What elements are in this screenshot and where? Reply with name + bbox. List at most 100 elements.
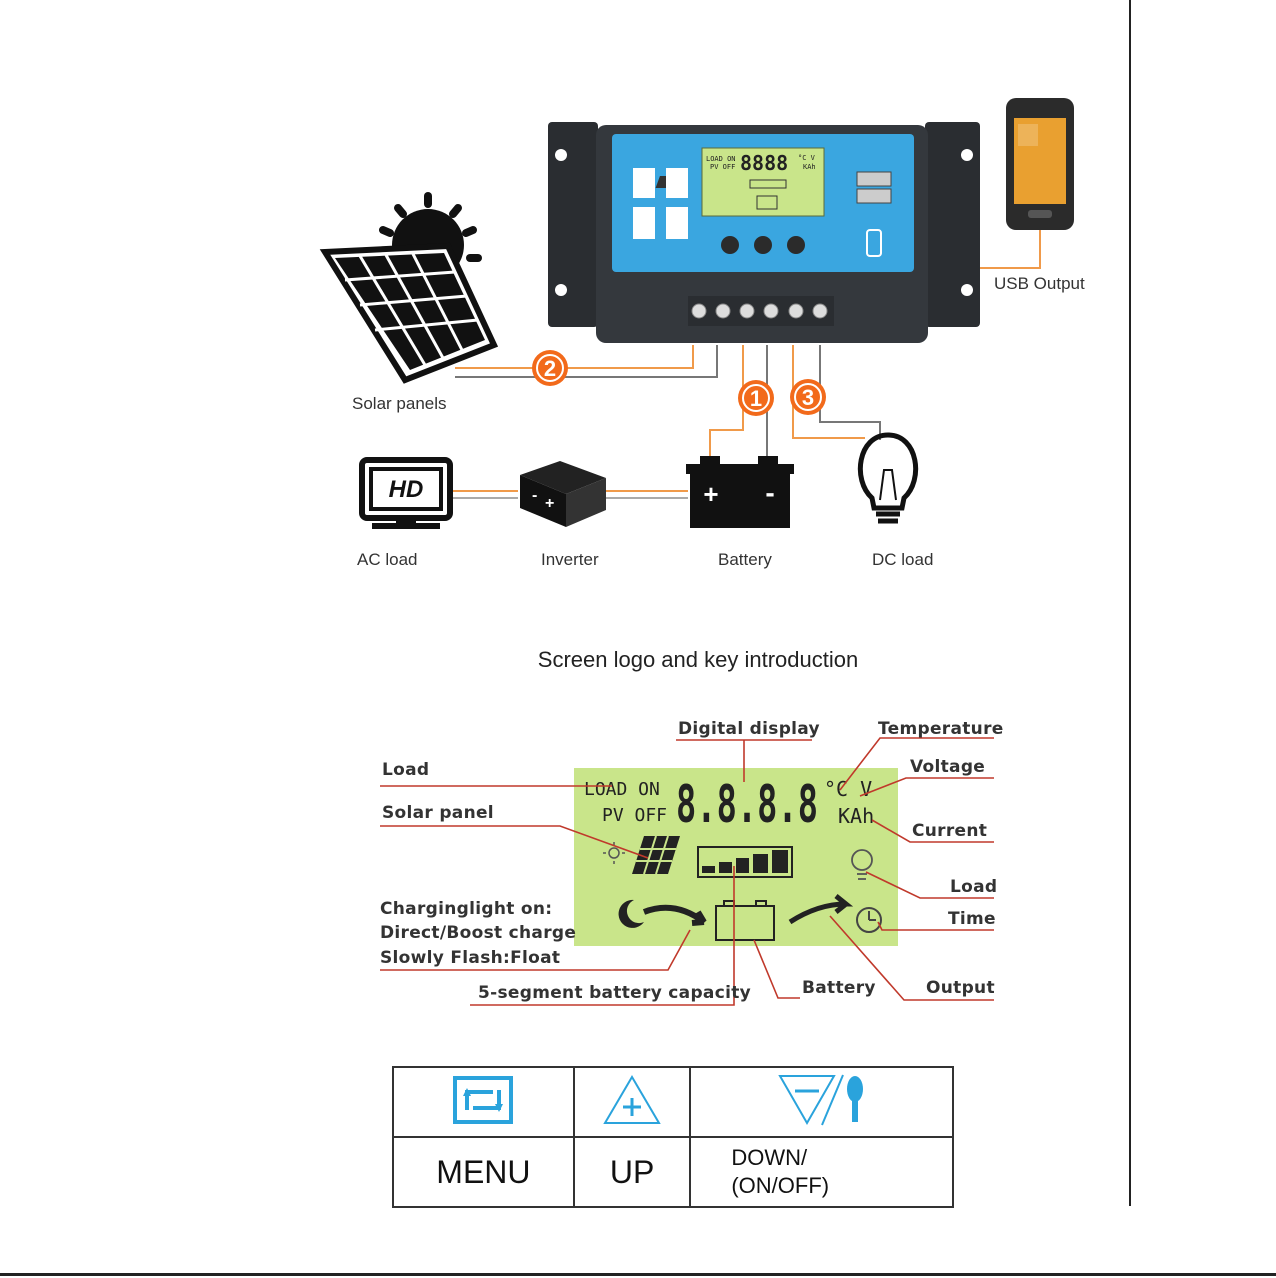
key-down-icon-cell [689,1066,954,1138]
controller-lcd [701,147,825,217]
callout-battery: Battery [802,978,876,998]
callout-output: Output [926,978,995,998]
charge-controller: LOAD ON PV OFF 8888 °C V KAh [548,122,980,343]
menu-icon [453,1075,514,1124]
key-up-label: UP [572,1136,692,1208]
solar-panels-label: Solar panels [352,394,447,413]
controller-up-button [754,236,772,254]
phone-small-icon [866,229,882,257]
lcd-charge-arrow [642,904,707,926]
mount-hole-tr [961,149,973,161]
key-table: MENU UP DOWN/ (ON/OFF) [392,1066,954,1208]
lcd-kah: KAh [838,804,874,828]
panel-icon-1 [633,168,655,198]
key-menu-label: MENU [392,1136,575,1208]
marker-2: 2 [532,350,568,386]
phone-icon [1006,98,1074,230]
terminal-6 [812,303,828,319]
lcd-capacity-bars [697,846,793,878]
key-menu-icon-cell [392,1066,575,1138]
callout-charging-3: Slowly Flash:Float [380,948,560,968]
mount-hole-bl [555,284,567,296]
battery-label: Battery [718,550,772,569]
lcd-bulb-icon [851,849,873,880]
controller-left-flange [548,122,598,327]
bulb-icon [857,432,919,524]
callout-time: Time [948,909,996,929]
key-down-label-line2: (ON/OFF) [731,1173,830,1198]
callout-solar-panel: Solar panel [382,803,494,823]
svg-text:PV OFF: PV OFF [710,163,735,171]
solar-wire-grey [455,345,718,378]
tv-icon: HD [359,457,453,529]
section-title: Screen logo and key introduction [537,647,859,672]
usb-port-2 [856,188,892,204]
marker-1: 1 [738,380,774,416]
ac-load-label: AC load [357,550,417,569]
callout-capacity: 5-segment battery capacity [478,983,751,1003]
key-up-icon-cell [572,1066,692,1138]
svg-text:+: + [703,479,718,509]
bottom-border-line [0,1273,1276,1276]
panel-icon-2 [666,168,688,198]
callout-charging-1: Charginglight on: [380,899,552,919]
solar-panel-icon [319,192,499,384]
svg-text:3: 3 [802,385,814,410]
lcd-load-on: LOAD ON [584,779,660,800]
svg-text:8888: 8888 [740,151,788,175]
inverter-icon: - + [520,461,606,527]
terminal-3 [739,303,755,319]
lcd-battery-icon [715,900,775,941]
svg-text:KAh: KAh [803,163,816,171]
lcd-temp-volt: °C V [824,777,872,801]
svg-text:2: 2 [544,356,556,381]
wiring-diagram: LOAD ON PV OFF 8888 °C V KAh [319,98,1085,569]
svg-text:1: 1 [750,386,762,411]
callout-load-right: Load [950,877,997,897]
inverter-label: Inverter [541,550,599,569]
callout-current: Current [912,821,987,841]
marker-3: 3 [790,379,826,415]
load-wire-orange [792,345,865,439]
terminal-5 [788,303,804,319]
controller-down-button [787,236,805,254]
lcd-moon-icon [618,899,644,928]
panel-icon-3 [633,207,655,239]
controller-right-flange [925,122,980,327]
callout-temperature: Temperature [878,719,1004,739]
mount-hole-tl [555,149,567,161]
lcd-clock-icon [856,907,882,933]
callout-charging-2: Direct/Boost charge [380,923,576,943]
svg-text:°C V: °C V [798,154,816,162]
lcd-sun-icon [603,842,625,864]
lcd-digits: 8.8.8.8 [676,775,818,835]
key-down-label-line1: DOWN/ [731,1145,808,1170]
terminal-1 [691,303,707,319]
battery-icon: + - [686,456,794,528]
callout-lines [380,737,994,1006]
usb-port-1 [856,171,892,187]
svg-text:LOAD ON: LOAD ON [706,155,736,163]
lcd-diagram: LOAD ON PV OFF 8.8.8.8 °C V KAh [380,719,1004,1006]
lcd-solar-icon [632,835,680,875]
svg-text:+: + [545,495,554,512]
lcd-output-arrow [788,894,854,925]
mount-hole-br [961,284,973,296]
right-border-line [1129,0,1131,1206]
callout-voltage: Voltage [910,757,985,777]
load-wire-grey [819,345,881,440]
wires [452,186,1041,499]
up-icon [603,1074,661,1124]
panel-icon-4 [666,207,688,239]
svg-text:-: - [532,487,537,504]
battery-wire-orange [709,345,744,460]
svg-text:-: - [765,477,774,508]
dc-load-label: DC load [872,550,933,569]
usb-output-label: USB Output [994,274,1085,293]
controller-menu-button [721,236,739,254]
lcd-pv-off: PV OFF [602,805,667,826]
terminal-2 [715,303,731,319]
callout-digital-display: Digital display [678,719,820,739]
svg-text:HD: HD [389,476,424,503]
key-down-label: DOWN/ (ON/OFF) [689,1136,954,1208]
